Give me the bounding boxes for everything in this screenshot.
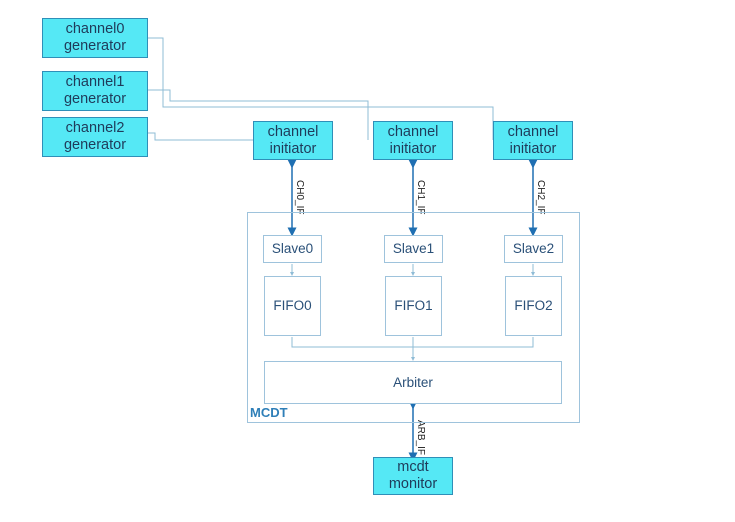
gen0-to-init2-line: [148, 37, 494, 140]
ch1-if-label: CH1_IF: [415, 180, 426, 214]
channel2-generator-label: channel2 generator: [63, 120, 127, 153]
arbiter-label: Arbiter: [393, 374, 433, 390]
slave0-label: Slave0: [271, 241, 314, 257]
fifo2-label: FIFO2: [514, 298, 553, 314]
gen1-to-init1-line: [148, 89, 369, 140]
channel1-generator-block: channel1 generator: [42, 71, 148, 111]
fifo1-block: FIFO1: [385, 276, 442, 336]
fifo2-merge-line: [413, 337, 534, 348]
channel0-generator-block: channel0 generator: [42, 18, 148, 58]
fifo0-block: FIFO0: [264, 276, 321, 336]
fifo1-label: FIFO1: [394, 298, 433, 314]
channel1-initiator-block: channel initiator: [373, 121, 453, 160]
fifo0-merge-line: [291, 337, 413, 348]
channel0-initiator-block: channel initiator: [253, 121, 333, 160]
mcdt-label: MCDT: [250, 405, 288, 420]
slave1-block: Slave1: [384, 235, 443, 263]
mcdt-boundary: [247, 212, 580, 423]
ch0-if-label: CH0_IF: [294, 180, 305, 214]
slave0-block: Slave0: [263, 235, 322, 263]
mcdt-monitor-block: mcdt monitor: [373, 457, 453, 495]
slave1-label: Slave1: [392, 241, 435, 257]
arbiter-block: Arbiter: [264, 361, 562, 404]
ch2-if-label: CH2_IF: [535, 180, 546, 214]
channel1-generator-label: channel1 generator: [63, 74, 127, 107]
slave2-label: Slave2: [512, 241, 555, 257]
fifo0-label: FIFO0: [273, 298, 312, 314]
channel0-initiator-label: channel initiator: [267, 123, 319, 157]
arb-if-label: ARB_IF: [415, 420, 426, 455]
mcdt-monitor-label: mcdt monitor: [388, 459, 438, 492]
channel0-generator-label: channel0 generator: [63, 21, 127, 54]
channel1-initiator-label: channel initiator: [387, 123, 439, 157]
slave2-block: Slave2: [504, 235, 563, 263]
fifo2-block: FIFO2: [505, 276, 562, 336]
gen2-to-init0-line: [148, 132, 253, 141]
channel2-initiator-label: channel initiator: [507, 123, 559, 157]
channel2-generator-block: channel2 generator: [42, 117, 148, 157]
channel2-initiator-block: channel initiator: [493, 121, 573, 160]
